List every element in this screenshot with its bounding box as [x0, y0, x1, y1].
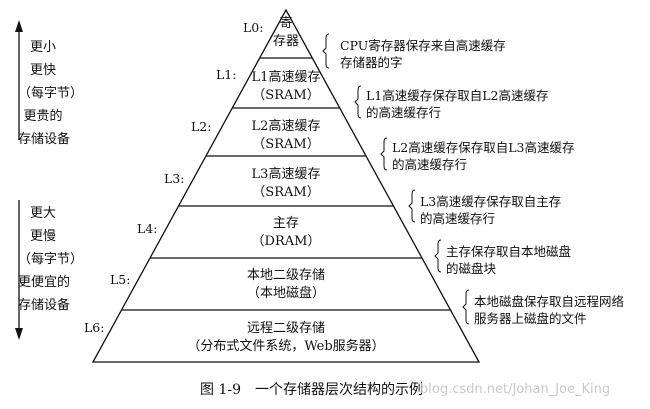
desc-l2-line: 的高速缓存行 — [392, 157, 468, 172]
tier-l4-name: 主存 — [272, 216, 299, 231]
tier-l6-name: 远程二级存储 — [246, 321, 325, 336]
arrow-up-icon — [15, 20, 23, 32]
tier-l1-name: L1高速缓存 — [251, 70, 321, 85]
brace-icon — [462, 289, 470, 325]
level-label-l0: L0: — [243, 20, 264, 35]
desc-l1-line: L1高速缓存保存取自L2高速缓存 — [366, 88, 549, 103]
desc-l2: L2高速缓存保存取自L3高速缓存 的高速缓存行 — [392, 139, 575, 173]
side-bottom-line: 存储设备 — [18, 298, 71, 313]
tier-l3-name: L3高速缓存 — [251, 167, 321, 182]
tier-l0-name: 寄 — [279, 16, 293, 31]
brace-icon — [380, 137, 388, 171]
pyramid-outline — [91, 8, 481, 363]
watermark: blog.csdn.net/Johan_Joe_King — [420, 382, 611, 397]
side-top-line: （每字节） — [18, 86, 84, 101]
side-top-line: 更贵的 — [23, 109, 63, 124]
brace-icon — [408, 189, 416, 223]
desc-l5-line: 本地磁盘保存取自远程网络 — [474, 294, 625, 309]
side-top-line: 更小 — [29, 40, 56, 55]
tier-l5: 本地二级存储 （本地磁盘） — [176, 267, 396, 303]
brace-icon — [354, 85, 362, 119]
tier-l6: 远程二级存储 （分布式文件系统，Web服务器） — [156, 320, 416, 356]
side-bottom-line: 更便宜的 — [18, 275, 71, 290]
tier-l1-sub: （SRAM） — [252, 88, 320, 103]
side-top-line: 存储设备 — [18, 132, 71, 147]
side-bottom-line: 更慢 — [29, 229, 56, 244]
side-bottom-line: （每字节） — [18, 252, 84, 267]
level-label-l4: L4: — [137, 221, 158, 236]
figure-caption: 图 1-9 一个存储器层次结构的示例 — [200, 379, 437, 399]
desc-l1: L1高速缓存保存取自L2高速缓存 的高速缓存行 — [366, 87, 549, 121]
desc-l2-line: L2高速缓存保存取自L3高速缓存 — [392, 140, 575, 155]
level-label-l2: L2: — [191, 119, 212, 134]
tier-l3-sub: （SRAM） — [252, 185, 320, 200]
tier-l2: L2高速缓存 （SRAM） — [211, 118, 361, 154]
brace-icon — [434, 239, 442, 273]
desc-l3-line: L3高速缓存保存取自主存 — [420, 194, 562, 209]
side-bottom-line: 更大 — [29, 206, 56, 221]
desc-l5-line: 服务器上磁盘的文件 — [474, 311, 587, 326]
desc-l4: 主存保存取自本地磁盘 的磁盘块 — [446, 243, 571, 277]
desc-l1-line: 的高速缓存行 — [366, 105, 442, 120]
tier-l2-name: L2高速缓存 — [251, 119, 321, 134]
tier-l6-sub: （分布式文件系统，Web服务器） — [187, 339, 385, 354]
tier-l5-sub: （本地磁盘） — [246, 286, 325, 301]
side-top-line: 更快 — [29, 63, 56, 78]
side-text-bottom: 更大 更慢 （每字节） 更便宜的 存储设备 — [18, 202, 84, 317]
level-label-l6: L6: — [84, 320, 105, 335]
tier-l0-sub: 存器 — [272, 34, 299, 49]
desc-l0: CPU寄存器保存来自高速缓存 存储器的字 — [340, 37, 506, 71]
tier-l0: 寄 存器 — [251, 15, 321, 51]
tier-l3: L3高速缓存 （SRAM） — [196, 166, 376, 202]
tier-l4-sub: （DRAM） — [251, 234, 321, 249]
desc-l3: L3高速缓存保存取自主存 的高速缓存行 — [420, 193, 561, 227]
desc-l0-line: CPU寄存器保存来自高速缓存 — [340, 38, 506, 53]
side-text-top: 更小 更快 （每字节） 更贵的 存储设备 — [18, 36, 84, 151]
level-label-l1: L1: — [216, 67, 237, 82]
caption-number: 图 1-9 — [200, 382, 241, 398]
level-label-l5: L5: — [110, 272, 131, 287]
tier-l5-name: 本地二级存储 — [246, 268, 325, 283]
desc-l0-line: 存储器的字 — [340, 55, 403, 70]
desc-l3-line: 的高速缓存行 — [420, 211, 496, 226]
tier-l1: L1高速缓存 （SRAM） — [221, 69, 351, 105]
caption-text: 一个存储器层次结构的示例 — [255, 382, 423, 398]
tier-l4: 主存 （DRAM） — [186, 215, 386, 251]
desc-l4-line: 主存保存取自本地磁盘 — [446, 244, 572, 259]
desc-l5: 本地磁盘保存取自远程网络 服务器上磁盘的文件 — [474, 293, 624, 327]
arrow-down-icon — [15, 328, 23, 340]
tier-l2-sub: （SRAM） — [252, 137, 320, 152]
brace-icon — [322, 33, 330, 69]
desc-l4-line: 的磁盘块 — [446, 261, 497, 276]
level-label-l3: L3: — [164, 171, 185, 186]
